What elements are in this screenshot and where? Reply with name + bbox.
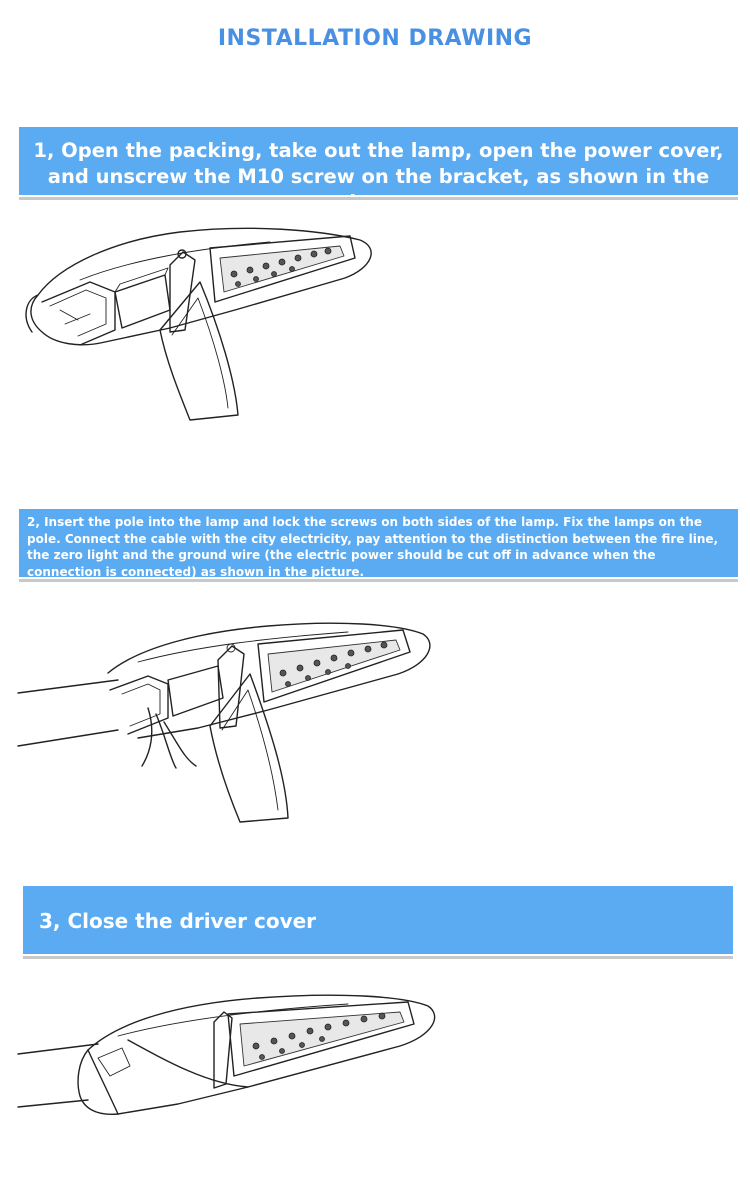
step-1-text: 1, Open the packing, take out the lamp, … xyxy=(33,139,724,214)
step-1-divider xyxy=(19,197,738,200)
step-1-illustration xyxy=(25,227,372,421)
step-1-banner: 1, Open the packing, take out the lamp, … xyxy=(19,127,738,214)
page-title: INSTALLATION DRAWING xyxy=(217,26,533,51)
step-2-divider xyxy=(19,579,738,582)
step-2-illustration xyxy=(17,622,431,823)
step-3-banner: 3, Close the driver cover xyxy=(23,886,733,954)
step-3-divider xyxy=(23,956,733,959)
led-module-1 xyxy=(219,245,345,293)
step-2-text: 2, Insert the pole into the lamp and loc… xyxy=(27,515,719,577)
led-module-3 xyxy=(239,1011,405,1067)
m10-screw-icon xyxy=(177,249,187,259)
step-3-illustration xyxy=(17,994,436,1115)
step-2-banner: 2, Insert the pole into the lamp and loc… xyxy=(19,509,738,577)
led-module-2 xyxy=(267,639,401,693)
step-3-text: 3, Close the driver cover xyxy=(39,909,317,933)
